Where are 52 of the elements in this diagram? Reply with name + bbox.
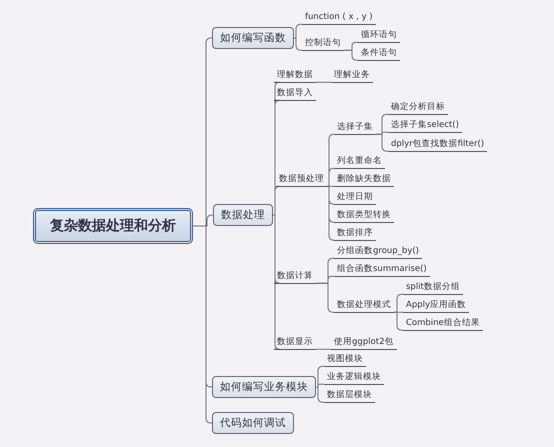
subtopic-label: 分组函数group_by() — [334, 246, 422, 259]
subtopic-label: 数据预处理 — [276, 174, 327, 187]
subtopic-label: 数据显示 — [274, 337, 316, 350]
topic-box: 如何编写业务模块 — [212, 376, 316, 398]
subtopic-label: 理解业务 — [331, 70, 373, 83]
subtopic-label: 数据导入 — [274, 88, 316, 101]
branch-line — [376, 134, 388, 152]
branch-line — [316, 386, 324, 403]
subtopic-label: function ( x , y ) — [302, 12, 376, 25]
subtopic-label: 确定分析目标 — [388, 102, 448, 115]
subtopic-label: Combine组合结果 — [403, 318, 483, 331]
branch-line — [326, 186, 334, 187]
subtopic-label: 业务逻辑模块 — [324, 372, 384, 385]
branch-line — [272, 214, 280, 350]
subtopic-label: Apply应用函数 — [403, 300, 469, 313]
subtopic-label: 条件语句 — [358, 48, 400, 61]
subtopic-label: 选择子集select() — [388, 120, 462, 133]
branch-line — [394, 294, 404, 313]
branch-line — [326, 186, 334, 241]
branch-line — [316, 282, 334, 313]
branch-line — [272, 186, 280, 216]
branch-line — [192, 226, 212, 424]
subtopic-label: 数据计算 — [274, 271, 316, 284]
branch-line — [316, 82, 332, 83]
topic-box: 代码如何调试 — [212, 412, 294, 434]
branch-line — [316, 384, 324, 388]
subtopic-label: dplyr包查找数据filter() — [388, 139, 488, 152]
subtopic-label: 循环语句 — [358, 30, 400, 43]
subtopic-label: 理解数据 — [274, 70, 316, 83]
branch-line — [294, 38, 302, 51]
subtopic-label: 数据类型转换 — [334, 210, 394, 223]
topic-box: 数据处理 — [213, 204, 273, 226]
branch-line — [294, 24, 302, 38]
subtopic-label: 数据层模块 — [324, 390, 375, 403]
branch-line — [344, 50, 358, 61]
subtopic-label: 组合函数summarise() — [334, 264, 430, 277]
subtopic-label: 列名重命名 — [334, 156, 385, 169]
subtopic-label: split数据分组 — [403, 282, 463, 295]
root-topic-box: 复杂数据处理和分析 — [33, 208, 193, 244]
subtopic-label: 数据排序 — [334, 228, 376, 241]
branch-line — [394, 312, 404, 331]
subtopic-label: 删除缺失数据 — [334, 174, 394, 187]
subtopic-label: 选择子集 — [334, 122, 376, 135]
subtopic-label: 视图模块 — [324, 354, 366, 367]
topic-box: 如何编写函数 — [212, 27, 294, 49]
subtopic-label: 数据处理模式 — [334, 300, 394, 313]
subtopic-label: 使用ggplot2包 — [331, 337, 396, 350]
branch-line — [326, 168, 334, 187]
subtopic-label: 处理日期 — [334, 192, 376, 205]
subtopic-label: 控制语句 — [302, 38, 344, 51]
branch-line — [316, 366, 324, 388]
branch-line — [316, 348, 332, 350]
